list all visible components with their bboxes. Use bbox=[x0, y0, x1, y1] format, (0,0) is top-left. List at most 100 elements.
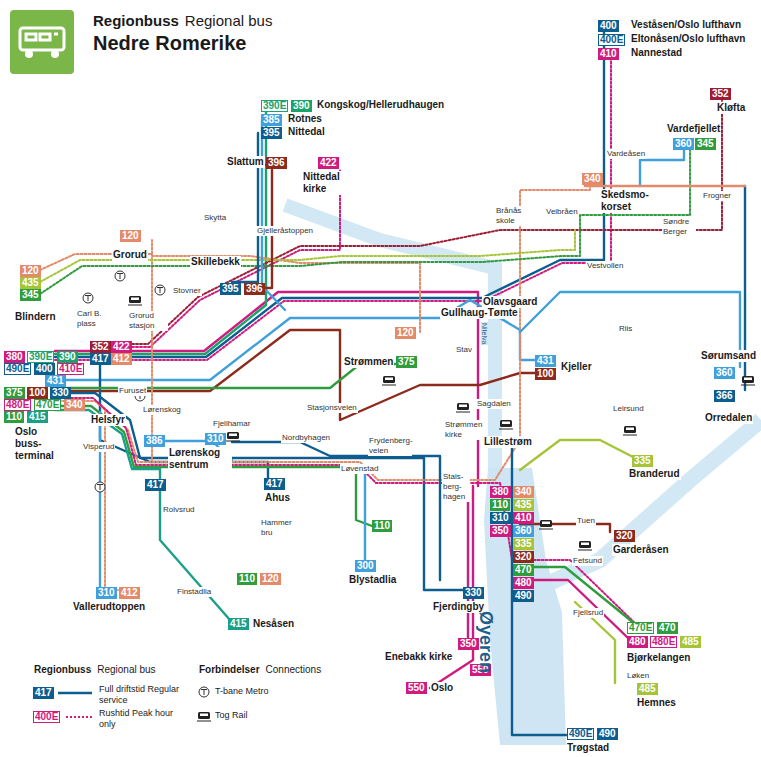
route-badge: 415 bbox=[228, 618, 249, 630]
place-text: Fjellsrud bbox=[573, 608, 603, 617]
place-name: Blindern bbox=[14, 311, 57, 323]
route-badge: 352 bbox=[90, 341, 111, 353]
place-name: Nittedal kirke bbox=[302, 171, 352, 195]
place-text: Søndre Berger bbox=[663, 217, 689, 236]
place-text: Ahus bbox=[265, 492, 290, 503]
route-badge: 335 bbox=[513, 538, 534, 550]
place-name: Strømmen bbox=[343, 356, 394, 368]
place-name: Skedsmo-korset bbox=[600, 189, 654, 213]
route-number: 490E bbox=[569, 728, 592, 739]
route-number: 480E bbox=[6, 399, 29, 410]
route-number: 470E bbox=[36, 399, 59, 410]
route-badge: 396 bbox=[266, 157, 287, 169]
place-text: Kongskog/Hellerudhaugen bbox=[317, 99, 444, 110]
place-name: Enebakk kirke bbox=[384, 651, 453, 663]
place-text: Nannestad bbox=[631, 47, 682, 58]
route-badge: 417 bbox=[264, 478, 285, 490]
route-number: 415 bbox=[29, 411, 46, 422]
route-badge: 330 bbox=[50, 387, 71, 399]
bus-route bbox=[112, 100, 722, 344]
place-text: Carl B. plass bbox=[77, 309, 101, 328]
place-text: Rolvsrud bbox=[163, 505, 195, 514]
route-number: 340 bbox=[515, 486, 532, 497]
route-badge: 366 bbox=[714, 390, 735, 402]
route-badge: 480E bbox=[650, 636, 677, 648]
route-badge: 360 bbox=[513, 525, 534, 537]
place-name: Carl B. plass bbox=[76, 309, 108, 329]
place-name: Bjørkelangen bbox=[626, 652, 691, 664]
place-name: Kløfta bbox=[716, 102, 746, 114]
place-name: Nordbyhagen bbox=[281, 433, 331, 443]
route-number: 480 bbox=[515, 577, 532, 588]
route-number: 396 bbox=[268, 157, 285, 168]
route-number: 352 bbox=[712, 88, 729, 99]
route-number: 380 bbox=[6, 351, 23, 362]
bus-route bbox=[55, 112, 266, 354]
route-number: 366 bbox=[716, 390, 733, 401]
route-badge: 431 bbox=[535, 355, 556, 367]
route-badge: 415 bbox=[27, 411, 48, 423]
place-name: Sagdalen bbox=[476, 399, 512, 409]
route-badge: 412 bbox=[111, 353, 132, 365]
route-badge: 385 bbox=[261, 114, 282, 126]
route-number: 490E bbox=[6, 363, 29, 374]
place-name: Rolvsrud bbox=[162, 505, 196, 515]
place-text: Regional bus bbox=[185, 12, 273, 29]
route-number: 335 bbox=[634, 455, 651, 466]
bus-route bbox=[55, 393, 463, 590]
route-badge: 352 bbox=[710, 88, 731, 100]
route-number: 110 bbox=[6, 411, 22, 422]
place-name: Skytta bbox=[203, 213, 227, 223]
route-badge: 345 bbox=[20, 289, 41, 301]
place-text: Stasjonsveien bbox=[307, 403, 357, 412]
bus-route bbox=[520, 150, 740, 367]
place-name: Hemnes bbox=[636, 697, 677, 709]
place-name: Rotnes bbox=[287, 113, 323, 125]
place-text: Veibråen bbox=[546, 207, 578, 216]
title-text: Nedre Romerike bbox=[93, 32, 246, 54]
route-badge: 400 bbox=[34, 363, 55, 375]
place-text: Orredalen bbox=[705, 412, 752, 423]
route-badge: 100 bbox=[535, 368, 556, 380]
place-text: Skytta bbox=[204, 213, 226, 222]
place-text: Blindern bbox=[15, 311, 56, 322]
place-name: Nannestad bbox=[630, 47, 683, 59]
route-badge: 431 bbox=[45, 375, 66, 387]
route-number: 400E bbox=[600, 34, 623, 45]
place-text: Vardeåsen bbox=[607, 149, 645, 158]
bus-route bbox=[520, 440, 635, 470]
route-number: 490 bbox=[515, 590, 532, 601]
place-text: Kjeller bbox=[561, 361, 592, 372]
route-number: 415 bbox=[230, 618, 247, 629]
bus-routes bbox=[40, 30, 745, 735]
bus-route bbox=[262, 120, 285, 310]
water-name: Nitelva bbox=[481, 322, 488, 345]
place-text: Veståsen/Oslo lufthavn bbox=[631, 19, 741, 30]
place-name: Garderåsen bbox=[612, 544, 670, 556]
legend-text: T-bane Metro bbox=[215, 686, 269, 696]
route-badge: 480E bbox=[4, 399, 31, 411]
place-text: Eltonåsen/Oslo lufthavn bbox=[631, 33, 745, 44]
place-text: Riis bbox=[619, 324, 632, 333]
bus-route bbox=[55, 300, 535, 380]
route-number: 375 bbox=[398, 356, 415, 367]
route-number: 350 bbox=[492, 525, 509, 536]
route-badge: 360 bbox=[673, 138, 694, 150]
route-badge: 350 bbox=[490, 525, 511, 537]
route-badge: 390E bbox=[27, 351, 54, 363]
place-name: Tuen bbox=[576, 516, 596, 526]
place-text: Lørenskog sentrum bbox=[169, 447, 220, 470]
place-name: Slattum bbox=[226, 156, 265, 168]
place-text: Slattum bbox=[227, 156, 264, 167]
route-badge: 417 bbox=[90, 353, 111, 365]
bus-route bbox=[99, 412, 101, 590]
route-number: 485 bbox=[682, 636, 699, 647]
place-name: Stav bbox=[455, 345, 473, 355]
route-badge: 386 bbox=[144, 435, 165, 447]
route-number: 360 bbox=[515, 525, 532, 536]
place-text: Regional bus bbox=[97, 664, 155, 675]
route-badge: 110 bbox=[490, 499, 510, 511]
route-number: 120 bbox=[22, 265, 39, 276]
route-number: 360 bbox=[675, 138, 692, 149]
place-name: Gullhaug-Tømte bbox=[440, 307, 519, 319]
